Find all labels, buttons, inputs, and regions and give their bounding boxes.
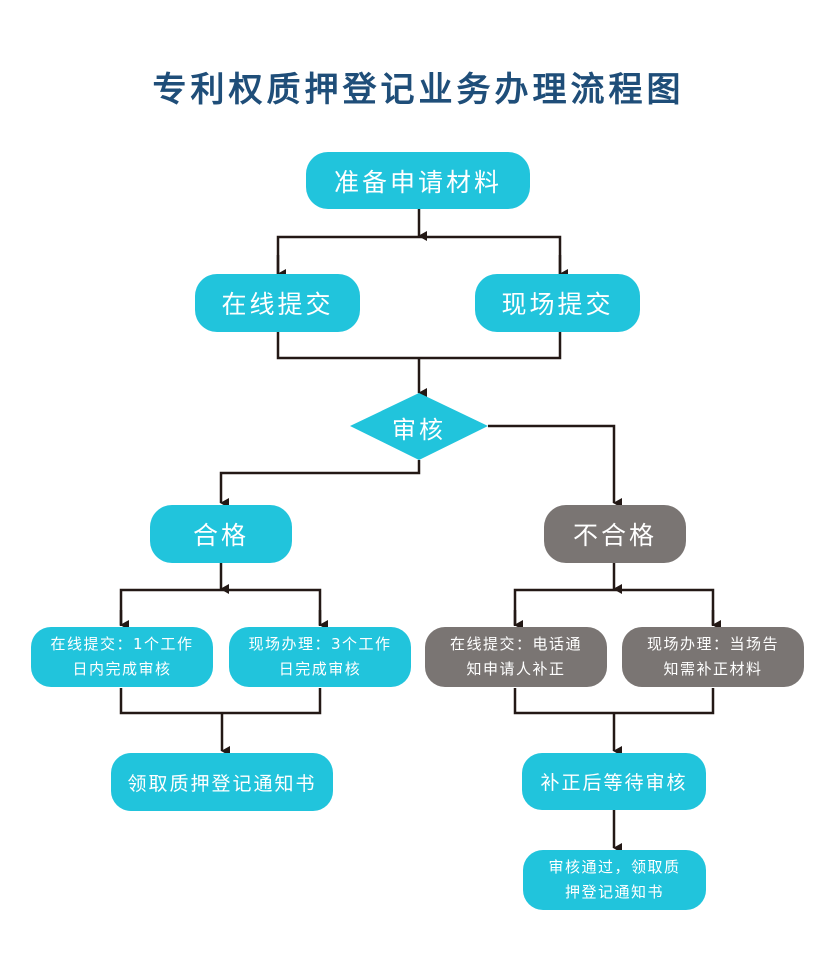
connector-fail-split (513, 588, 715, 626)
connector-merge-submit (276, 332, 562, 360)
node-line: 现场办理：3个工作 (248, 635, 392, 653)
node-line: 审核通过，领取质 (548, 858, 681, 876)
node-final-receive: 审核通过，领取质 押登记通知书 (523, 850, 706, 910)
node-pass-onsite: 现场办理：3个工作 日完成审核 (229, 627, 411, 687)
node-line: 日完成审核 (278, 660, 362, 678)
node-label: 领取质押登记通知书 (127, 772, 317, 795)
node-label: 现场提交 (501, 290, 614, 319)
node-label: 不合格 (572, 521, 657, 550)
node-online-submit: 在线提交 (195, 274, 360, 332)
node-line: 在线提交：1个工作 (50, 635, 194, 653)
connector-split-top (276, 235, 562, 277)
node-receive-notice: 领取质押登记通知书 (111, 753, 333, 811)
node-label: 合格 (192, 521, 249, 550)
node-line: 在线提交：电话通 (449, 635, 582, 653)
node-fail-online: 在线提交：电话通 知申请人补正 (425, 627, 607, 687)
connector-fail-merge (513, 688, 715, 715)
connector-review-pass (219, 460, 421, 508)
node-prepare-materials: 准备申请材料 (306, 152, 530, 209)
node-onsite-submit: 现场提交 (475, 274, 640, 332)
connector-pass-merge (119, 688, 322, 715)
node-fail-onsite: 现场办理：当场告 知需补正材料 (622, 627, 804, 687)
node-pass-online: 在线提交：1个工作 日内完成审核 (31, 627, 213, 687)
node-line: 知需补正材料 (663, 660, 763, 678)
node-line: 现场办理：当场告 (646, 635, 779, 653)
connector-review-fail (488, 424, 622, 508)
node-line: 知申请人补正 (466, 660, 566, 678)
node-label: 准备申请材料 (333, 167, 502, 197)
node-line: 日内完成审核 (72, 660, 172, 678)
node-pass: 合格 (150, 505, 292, 563)
review-label: 审核 (392, 416, 446, 444)
node-label: 在线提交 (221, 290, 334, 319)
node-wait-review: 补正后等待审核 (522, 753, 706, 810)
node-fail: 不合格 (544, 505, 686, 563)
node-label: 补正后等待审核 (540, 772, 688, 794)
connector-pass-split (119, 588, 322, 626)
flowchart-title: 专利权质押登记业务办理流程图 (152, 70, 685, 110)
review-diamond (350, 393, 488, 460)
node-line: 押登记通知书 (564, 883, 664, 901)
